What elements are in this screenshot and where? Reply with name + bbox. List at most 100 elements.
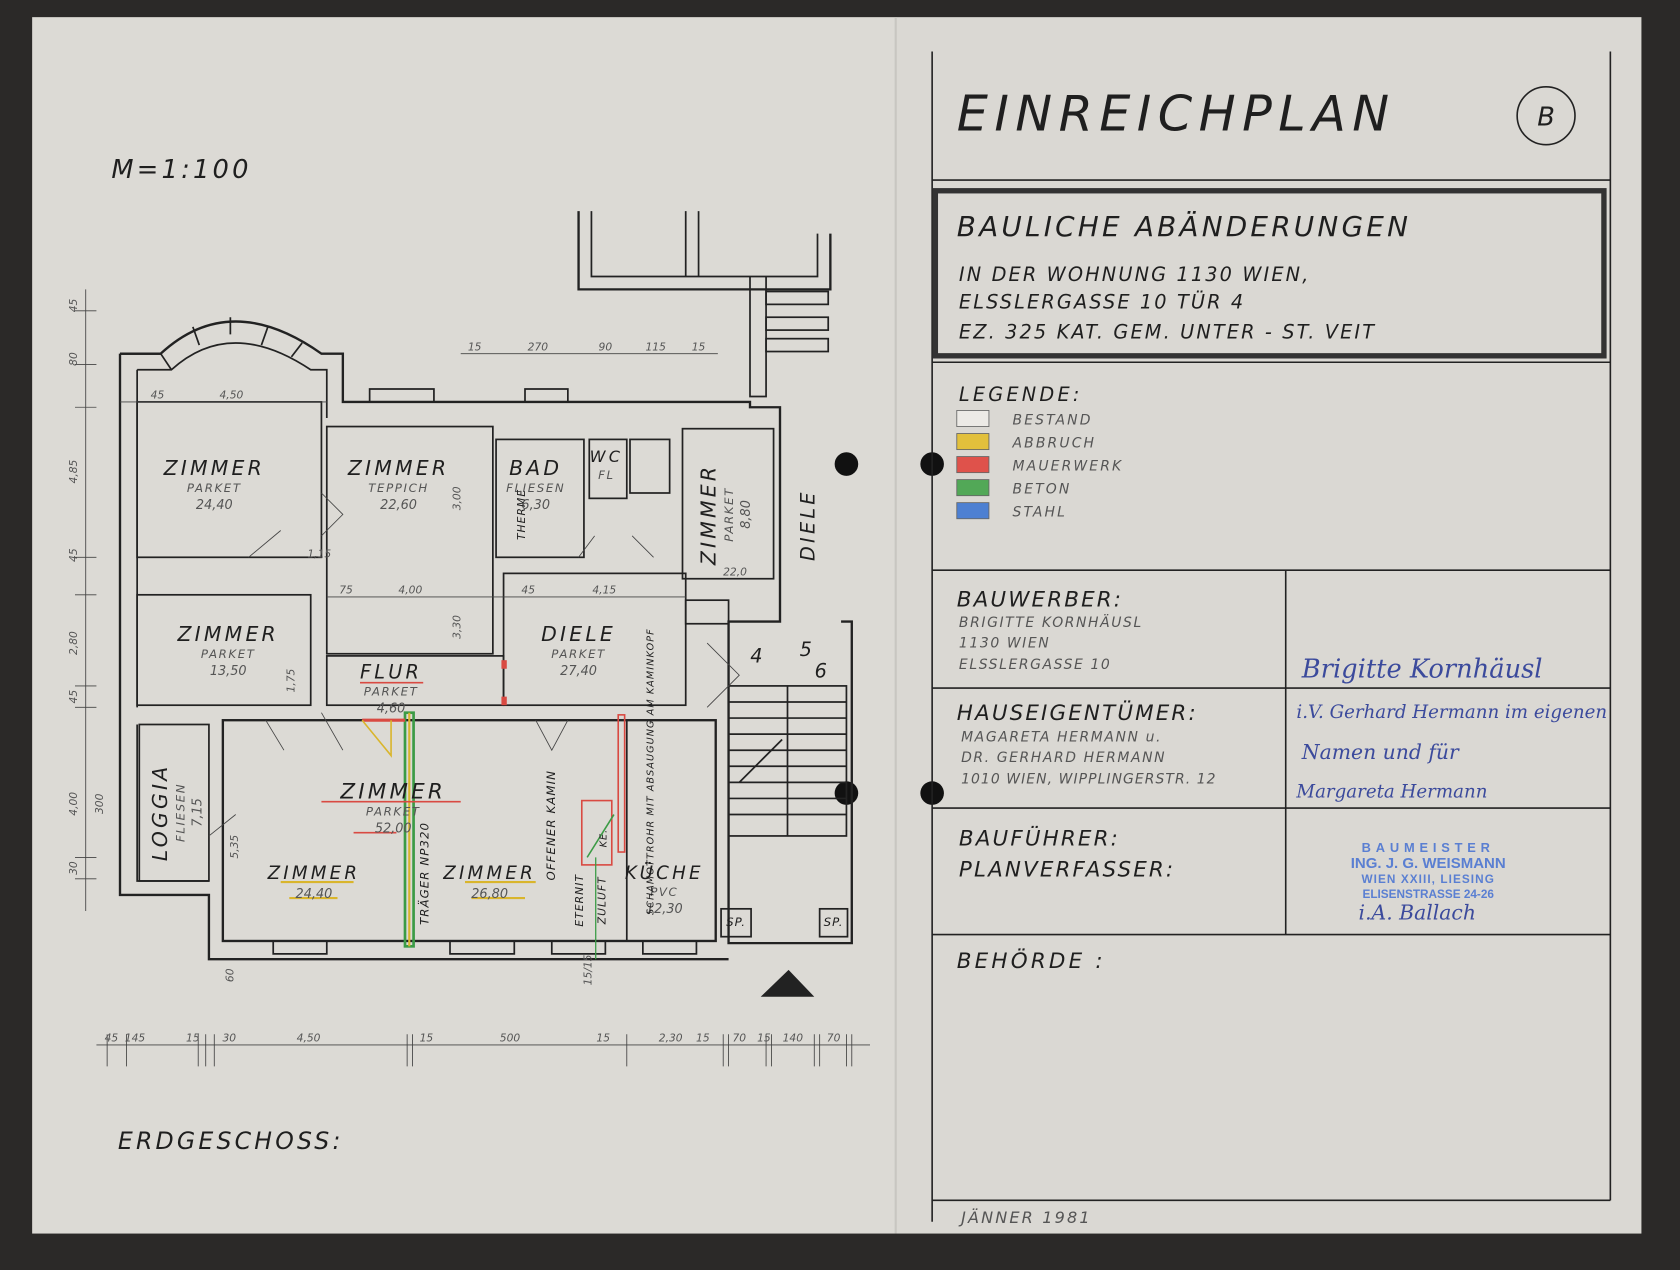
room-area: 7,15 bbox=[190, 798, 205, 827]
room-floor: PARKET bbox=[551, 647, 606, 661]
bauwerber-street: ELSSLERGASSE 10 bbox=[959, 657, 1111, 673]
bauwerber-city: 1130 WIEN bbox=[959, 635, 1050, 651]
dimension-bottom: 140 bbox=[783, 1032, 804, 1045]
dimension-inner: 1,15 bbox=[307, 547, 331, 560]
room-floor: PARKET bbox=[187, 481, 242, 495]
dimension-left: 4,85 bbox=[67, 459, 80, 483]
bauwerber-signature: Brigitte Kornhäusl bbox=[1301, 654, 1543, 684]
floor-label: ERDGESCHOSS: bbox=[118, 1127, 344, 1155]
room-title: DIELE bbox=[541, 622, 616, 646]
dimension-bottom: 145 bbox=[125, 1032, 146, 1045]
room-title: BAD bbox=[509, 456, 562, 480]
room-floor: PVC bbox=[650, 885, 678, 899]
dimension-bottom: 2,30 bbox=[659, 1032, 683, 1045]
stamp-line-2: ING. J. G. WEISMANN bbox=[1351, 855, 1506, 872]
room-title: DIELE bbox=[796, 489, 819, 561]
sheet-letter: B bbox=[1537, 102, 1555, 132]
dimension-top: 115 bbox=[645, 340, 666, 353]
owner-signature-2: Namen und für bbox=[1301, 740, 1460, 764]
stair-number: 5 bbox=[800, 638, 812, 661]
dimension-left: 2,80 bbox=[67, 631, 80, 655]
project-line-3: EZ. 325 KAT. GEM. UNTER - ST. VEIT bbox=[959, 321, 1376, 344]
room-area: 6,30 bbox=[521, 498, 550, 513]
dimension-inner: 1,75 bbox=[285, 668, 298, 692]
title-block-frame bbox=[931, 51, 1612, 1222]
room-area: 13,50 bbox=[210, 664, 247, 679]
right-page bbox=[895, 17, 1642, 1234]
room-area: 26,80 bbox=[471, 887, 508, 902]
plan-date: JÄNNER 1981 bbox=[958, 1208, 1092, 1227]
legend-swatch bbox=[956, 502, 990, 520]
dimension-bottom: 45 bbox=[105, 1032, 119, 1045]
room-title: ZIMMER bbox=[347, 456, 449, 480]
stamp-line-1: BAUMEISTER bbox=[1362, 840, 1495, 855]
legend-swatch bbox=[956, 479, 990, 497]
dimension-middle: 4,15 bbox=[592, 584, 616, 597]
legend-swatch bbox=[956, 433, 990, 451]
dimension-left: 4,00 bbox=[67, 792, 80, 816]
sheet-circle bbox=[1516, 86, 1576, 146]
room-floor: FLIESEN bbox=[506, 481, 565, 495]
plan-labels: ZIMMERPARKET24,40ZIMMERTEPPICH22,60BADFL… bbox=[67, 298, 844, 1045]
dimension-bottom: 15 bbox=[696, 1032, 710, 1045]
floor-plan bbox=[75, 211, 870, 1067]
left-page bbox=[32, 17, 896, 1234]
room-area: 12,30 bbox=[646, 902, 683, 917]
dimension-bottom: 15 bbox=[420, 1032, 434, 1045]
stair-number: 6 bbox=[815, 659, 827, 682]
room-title: WC bbox=[590, 447, 624, 466]
room-floor: FLIESEN bbox=[173, 783, 187, 842]
dimension-middle: 45 bbox=[521, 584, 535, 597]
plan-title: EINREICHPLAN bbox=[957, 85, 1396, 143]
room-floor: PARKET bbox=[366, 805, 421, 819]
dimension-bottom: 70 bbox=[827, 1032, 841, 1045]
room-area: 24,40 bbox=[196, 498, 233, 513]
room-title: ZIMMER bbox=[697, 464, 721, 566]
dimension-bottom: 15 bbox=[596, 1032, 610, 1045]
legend-swatch bbox=[956, 410, 990, 427]
annotation-schamott: SCHAMOTTROHR MIT ABSAUGUNG AM KAMINKOPF bbox=[646, 628, 657, 915]
dimension-inner: 22,0 bbox=[723, 566, 747, 579]
dimension-room_top: 45 bbox=[151, 389, 165, 402]
room-title: KÜCHE bbox=[625, 862, 704, 884]
legend-label: STAHL bbox=[1013, 505, 1068, 521]
dimension-bottom: 15 bbox=[186, 1032, 200, 1045]
project-line-1: IN DER WOHNUNG 1130 WIEN, bbox=[959, 263, 1311, 286]
baufuehrer-label: BAUFÜHRER: bbox=[959, 826, 1120, 852]
dimension-left: 45 bbox=[67, 690, 80, 704]
room-floor: FL bbox=[598, 468, 615, 482]
legend-label: ABBRUCH bbox=[1012, 435, 1097, 451]
room-title: ZIMMER bbox=[177, 622, 279, 646]
room-title: ZIMMER bbox=[267, 863, 361, 884]
room-area: 52,00 bbox=[375, 822, 412, 837]
staircase bbox=[727, 685, 848, 837]
dimension-left: 80 bbox=[67, 352, 80, 366]
owner-signature-3: Margareta Hermann bbox=[1295, 781, 1487, 802]
room-area: 24,40 bbox=[296, 887, 333, 902]
annotation-zuluft: ZULUFT bbox=[595, 876, 608, 925]
dimension-left: 45 bbox=[67, 298, 80, 312]
room-title: ZIMMER bbox=[339, 779, 446, 804]
stamp-line-4: ELISENSTRASSE 24-26 bbox=[1363, 888, 1495, 901]
dimension-left: 300 bbox=[93, 793, 106, 814]
room-floor: PARKET bbox=[722, 487, 736, 542]
planverfasser-signature: i.A. Ballach bbox=[1359, 901, 1476, 925]
owner-line-2: DR. GERHARD HERMANN bbox=[961, 750, 1166, 766]
annotation-sp1: SP. bbox=[726, 915, 746, 929]
dimension-inner: 15/15 bbox=[581, 954, 594, 985]
bauwerber-name: BRIGITTE KORNHÄUSL bbox=[959, 613, 1143, 631]
dimension-left: 45 bbox=[67, 548, 80, 562]
annotation-eternit: ETERNIT bbox=[573, 874, 586, 927]
dimension-bottom: 30 bbox=[222, 1032, 236, 1045]
room-title: ZIMMER bbox=[163, 456, 265, 480]
annotation-sp2: SP. bbox=[824, 915, 844, 929]
planverfasser-label: PLANVERFASSER: bbox=[959, 858, 1175, 883]
room-floor: PARKET bbox=[201, 647, 256, 661]
legend-label: MAUERWERK bbox=[1013, 458, 1124, 474]
scale-label: M=1:100 bbox=[111, 155, 251, 185]
room-floor: PARKET bbox=[364, 685, 419, 699]
legend-swatch bbox=[956, 456, 990, 474]
room-area: 22,60 bbox=[380, 498, 417, 513]
dimension-top: 90 bbox=[599, 340, 613, 353]
dimension-top: 270 bbox=[528, 340, 549, 353]
